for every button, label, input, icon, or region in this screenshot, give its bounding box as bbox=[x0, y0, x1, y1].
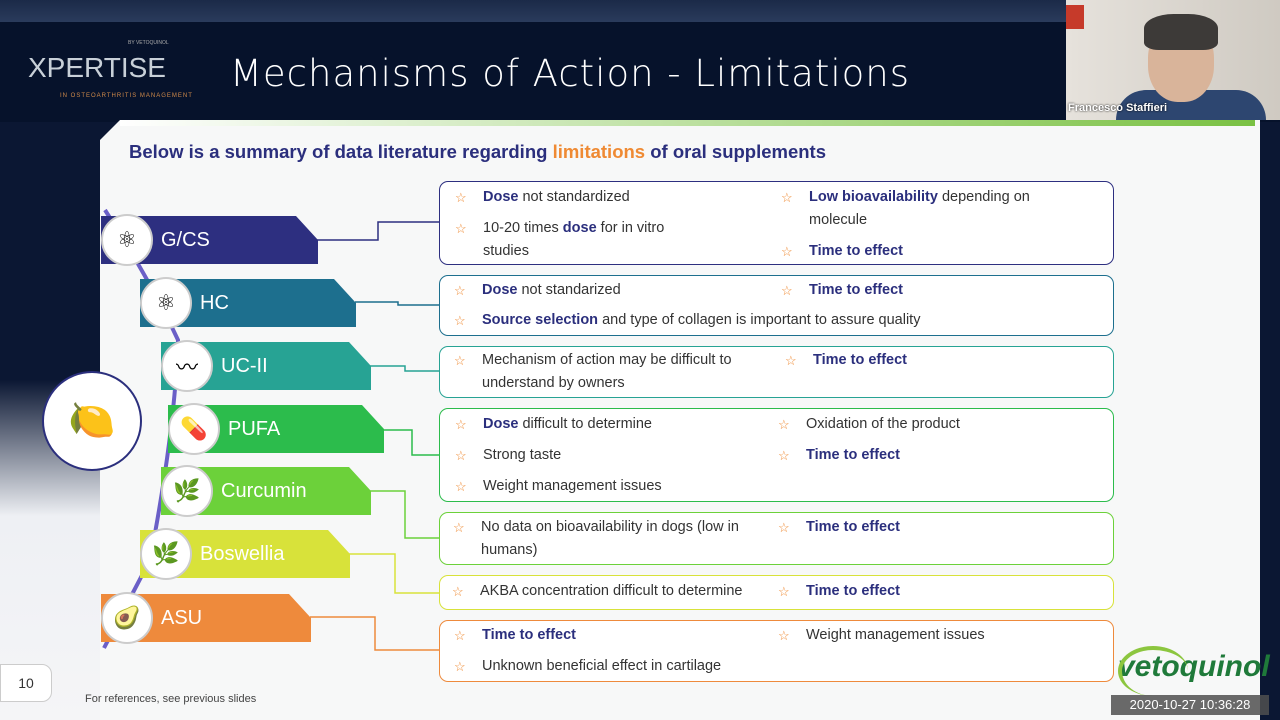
capsule-icon: 💊 bbox=[168, 403, 220, 455]
logo-by: BY VETOQUINOL bbox=[128, 40, 169, 46]
collagen-fiber-icon: 〰 bbox=[161, 340, 213, 392]
star-icon: ☆ bbox=[778, 584, 790, 599]
star-icon: ☆ bbox=[778, 520, 790, 535]
page-number: 10 bbox=[0, 664, 52, 702]
star-icon: ☆ bbox=[454, 628, 466, 643]
star-icon: ☆ bbox=[455, 417, 467, 432]
logo-sub: IN OSTEOARTHRITIS MANAGEMENT bbox=[60, 93, 193, 99]
video-timestamp: 2020-10-27 10:36:28 bbox=[1111, 695, 1269, 715]
webcam-feed: Francesco Staffieri bbox=[1066, 0, 1280, 120]
vetoquinol-logo: vetoquinol bbox=[1118, 646, 1270, 696]
slide-subtitle: Below is a summary of data literature re… bbox=[129, 141, 827, 162]
xpertise-logo: BY VETOQUINOL XPERTISE IN OSTEOARTHRITIS… bbox=[28, 30, 192, 102]
citrus-pills-icon: 🍋 bbox=[42, 371, 142, 471]
star-icon: ☆ bbox=[454, 353, 466, 368]
star-icon: ☆ bbox=[455, 448, 467, 463]
limitations-box-hc: ☆Dose not standarized ☆Source selection … bbox=[439, 275, 1114, 336]
slide-title: Mechanisms of Action - Limitations bbox=[230, 52, 910, 95]
star-icon: ☆ bbox=[781, 190, 793, 205]
star-icon: ☆ bbox=[454, 313, 466, 328]
star-icon: ☆ bbox=[785, 353, 797, 368]
limitations-box-gcs: ☆Dose not standardized ☆10-20 times dose… bbox=[439, 181, 1114, 265]
boswellia-leaf-icon: 🌿 bbox=[140, 528, 192, 580]
star-icon: ☆ bbox=[455, 190, 467, 205]
green-accent-bar bbox=[120, 120, 1255, 126]
video-top-bar bbox=[0, 0, 1280, 22]
star-icon: ☆ bbox=[455, 479, 467, 494]
limitations-box-asu: ☆Time to effect ☆Unknown beneficial effe… bbox=[439, 620, 1114, 682]
references-note: For references, see previous slides bbox=[85, 693, 257, 705]
limitations-box-pufa: ☆Dose difficult to determine ☆Strong tas… bbox=[439, 408, 1114, 502]
star-icon: ☆ bbox=[781, 283, 793, 298]
star-icon: ☆ bbox=[778, 448, 790, 463]
star-icon: ☆ bbox=[778, 417, 790, 432]
presenter-name: Francesco Staffieri bbox=[1068, 102, 1168, 114]
star-icon: ☆ bbox=[454, 659, 466, 674]
limitations-box-boswellia: ☆AKBA concentration difficult to determi… bbox=[439, 575, 1114, 610]
star-icon: ☆ bbox=[452, 584, 464, 599]
star-icon: ☆ bbox=[781, 244, 793, 259]
molecule-icon: ⚛ bbox=[101, 214, 153, 266]
star-icon: ☆ bbox=[778, 628, 790, 643]
avocado-icon: 🥑 bbox=[101, 592, 153, 644]
curcumin-root-icon: 🌿 bbox=[161, 465, 213, 517]
star-icon: ☆ bbox=[455, 221, 467, 236]
logo-text: XPERTISE bbox=[28, 52, 166, 83]
star-icon: ☆ bbox=[454, 283, 466, 298]
molecule-icon: ⚛ bbox=[140, 277, 192, 329]
star-icon: ☆ bbox=[453, 520, 465, 535]
limitations-box-ucii: ☆Mechanism of action may be difficult to… bbox=[439, 346, 1114, 398]
limitations-box-curcumin: ☆No data on bioavailability in dogs (low… bbox=[439, 512, 1114, 565]
